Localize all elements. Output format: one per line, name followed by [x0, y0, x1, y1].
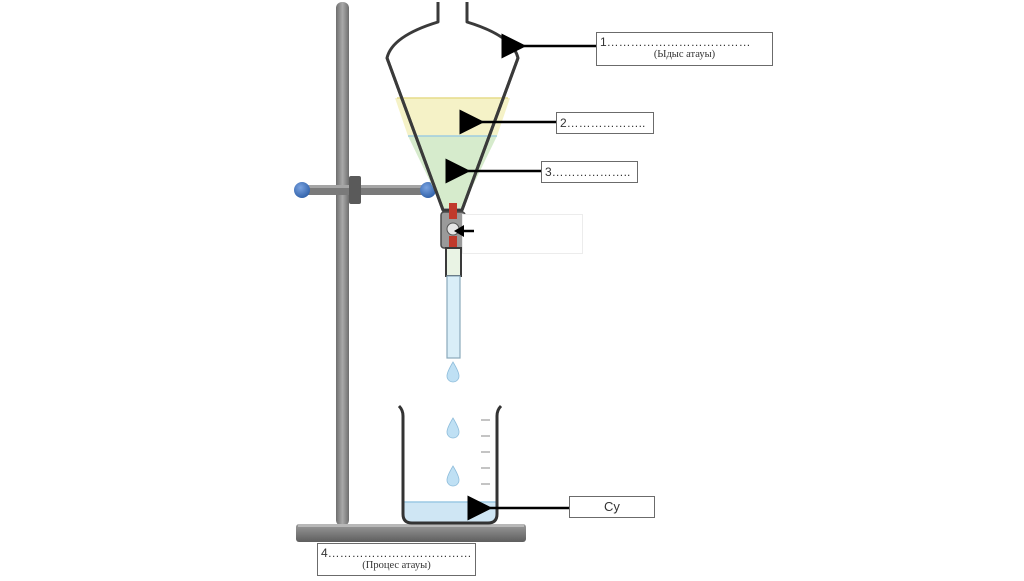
label-3-text: 3……………….. [545, 165, 631, 179]
droplet-icon [446, 417, 460, 439]
clamp-knob-left[interactable] [294, 182, 310, 198]
separatory-funnel [385, 2, 520, 359]
label-1-text: 1……………………………… [600, 35, 751, 49]
stand-rod [336, 2, 349, 526]
label-4-text: 4……………………………… [321, 546, 472, 560]
label-box-4[interactable]: 4……………………………… (Процес атауы) [317, 543, 476, 576]
beaker-water [404, 502, 496, 522]
funnel-stem [445, 247, 462, 277]
stand-base [296, 524, 526, 542]
blank-answer-box[interactable] [462, 214, 583, 254]
clamp-knob-right[interactable] [420, 182, 436, 198]
water-label-text: Су [604, 499, 620, 514]
stopcock-arrow-icon [454, 225, 474, 237]
label-box-2[interactable]: 2……………….. [556, 112, 654, 134]
water-label-box: Су [569, 496, 655, 518]
label-4-caption: (Процес атауы) [362, 560, 431, 571]
label-box-1[interactable]: 1……………………………… (Ыдыс атауы) [596, 32, 773, 66]
droplet-icon [446, 361, 460, 383]
label-1-caption: (Ыдыс атауы) [653, 49, 716, 60]
droplet-icon [446, 465, 460, 487]
label-2-text: 2……………….. [560, 116, 646, 130]
label-box-3[interactable]: 3……………….. [541, 161, 638, 183]
clamp [294, 176, 436, 204]
